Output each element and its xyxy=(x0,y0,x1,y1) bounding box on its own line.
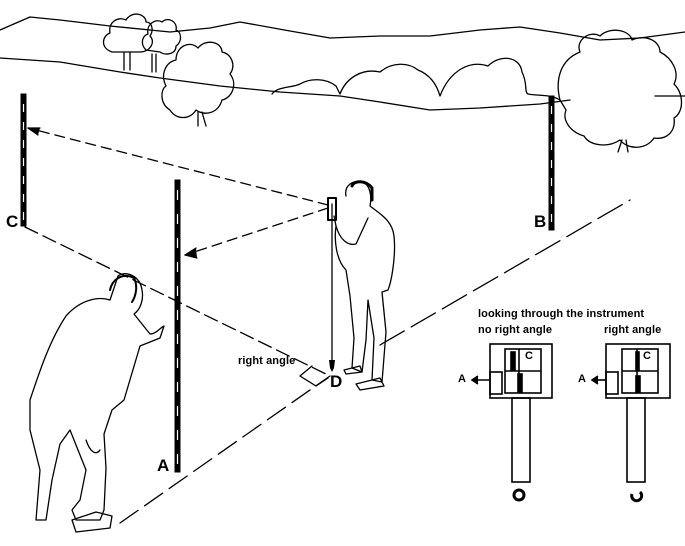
label-point-D: D xyxy=(330,372,343,391)
operator-arm xyxy=(335,217,369,246)
instrument-side-window xyxy=(605,371,619,395)
instrument-side-window xyxy=(489,371,503,395)
plumb-bob xyxy=(329,360,335,372)
tree-right-trunk xyxy=(617,139,629,153)
assistant-figure xyxy=(29,273,165,521)
inset-instrument-no-right-angle xyxy=(470,343,553,502)
tree-3-trunk xyxy=(197,111,207,127)
tree-2-trunk xyxy=(151,53,157,73)
pole-A xyxy=(174,179,181,473)
operator-shoe-2 xyxy=(355,377,385,391)
assistant-hand xyxy=(85,439,101,454)
inset-label-A-left: A xyxy=(458,373,466,385)
assistant-shoe xyxy=(71,511,113,533)
instrument-handle xyxy=(626,397,646,483)
label-point-B: B xyxy=(534,212,547,231)
tree-2 xyxy=(141,18,182,55)
operator-hair xyxy=(350,180,374,202)
operator-shoe-1 xyxy=(343,365,363,375)
inset-caption-no-right-angle: no right angle xyxy=(478,324,553,336)
operator-figure xyxy=(333,180,396,383)
pole-B xyxy=(548,95,555,231)
inset-heading: looking through the instrument xyxy=(478,308,645,320)
line-D-to-B xyxy=(379,199,631,346)
instrument-handle xyxy=(511,397,531,483)
tree-1 xyxy=(102,13,154,53)
inset-label-C-right: C xyxy=(643,350,651,362)
tree-right xyxy=(557,29,683,148)
label-point-A: A xyxy=(157,456,170,475)
instrument-hook xyxy=(512,488,526,502)
field-edge xyxy=(0,57,571,111)
arrow-A xyxy=(184,247,198,259)
inset-instrument-right-angle xyxy=(590,343,671,503)
pole-C xyxy=(20,93,27,227)
label-point-C: C xyxy=(6,212,19,231)
sightline-to-C xyxy=(27,127,329,206)
horizon-hills xyxy=(0,16,685,41)
inset-caption-right-angle: right angle xyxy=(604,324,662,336)
right-angle-marker xyxy=(299,365,329,387)
line-A-to-D xyxy=(119,375,331,524)
label-right-angle: right angle xyxy=(238,355,296,367)
inset-label-A-right: A xyxy=(578,373,586,385)
optical-square-hand xyxy=(327,197,337,221)
arrow-C xyxy=(27,127,41,136)
assistant-hair xyxy=(109,274,138,303)
hedgerow xyxy=(271,57,561,101)
tree-3 xyxy=(161,41,235,119)
sightline-to-A xyxy=(184,207,329,256)
inset-label-C-left: C xyxy=(525,350,533,362)
tree-1-trunk xyxy=(123,51,131,71)
instrument-hook xyxy=(630,490,644,503)
